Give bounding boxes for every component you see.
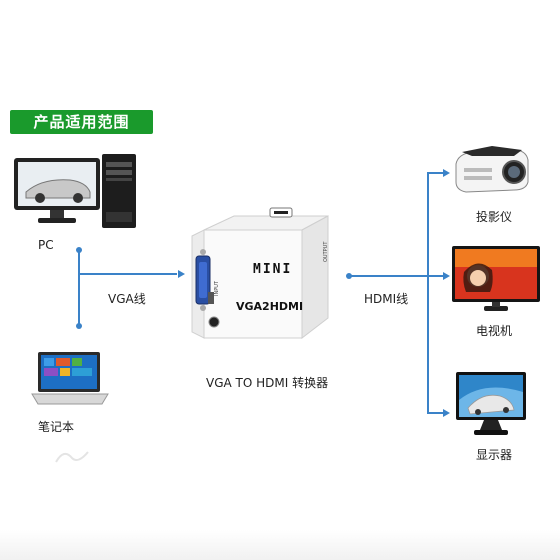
input-port-label: INPUT xyxy=(214,281,220,296)
vga-arrow xyxy=(178,270,185,278)
right-vertical-line xyxy=(427,172,429,414)
projector-branch xyxy=(427,172,443,174)
tv-arrow xyxy=(443,272,450,280)
laptop-illustration xyxy=(31,352,109,405)
device-caption: VGA TO HDMI 转换器 xyxy=(206,376,329,390)
hdmi-cable-label: HDMI线 xyxy=(364,292,409,306)
pc-label: PC xyxy=(38,238,54,252)
tv-illustration xyxy=(452,246,540,311)
hdmi-cable-line xyxy=(350,275,428,277)
tv-label: 电视机 xyxy=(476,324,513,338)
pc-connector-dot xyxy=(76,247,82,253)
vga-cable-label: VGA线 xyxy=(108,292,146,306)
laptop-label: 笔记本 xyxy=(38,420,75,434)
left-vertical-line xyxy=(78,250,80,326)
monitor-arrow xyxy=(443,409,450,417)
usb-power-port xyxy=(208,292,214,304)
device-output-dot xyxy=(346,273,352,279)
output-port-label: OUTPUT xyxy=(323,241,329,262)
device-brand: MINI xyxy=(253,262,293,277)
watermark-mark xyxy=(55,451,89,463)
laptop-connector-dot xyxy=(76,323,82,329)
projector-illustration xyxy=(455,146,529,193)
scope-banner: 产品适用范围 xyxy=(10,110,153,134)
device-model: VGA2HDMI xyxy=(236,300,304,313)
monitor-label: 显示器 xyxy=(476,448,513,462)
vga-cable-line xyxy=(79,273,177,275)
tv-branch xyxy=(427,275,443,277)
monitor-branch xyxy=(427,412,443,414)
bottom-shade xyxy=(0,530,560,560)
projector-arrow xyxy=(443,169,450,177)
audio-jack xyxy=(208,316,220,328)
pc-illustration xyxy=(14,154,136,228)
converter-box xyxy=(191,207,329,340)
projector-label: 投影仪 xyxy=(476,210,513,224)
monitor-illustration xyxy=(456,372,526,435)
